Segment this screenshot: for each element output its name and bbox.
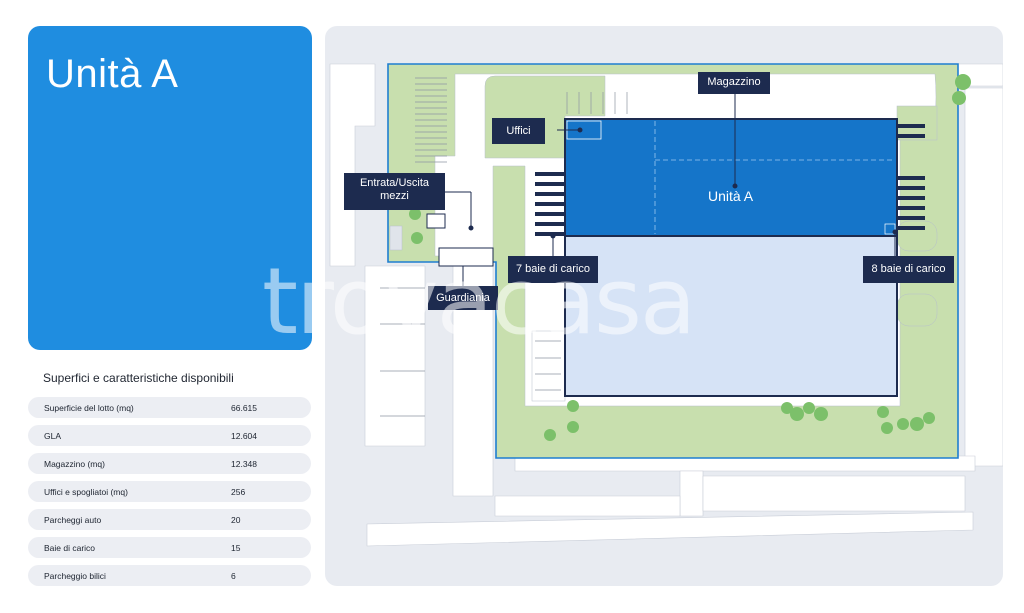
spec-value: 12.604 [231,431,257,441]
callout-magazzino: Magazzino [698,72,770,94]
spec-label: Parcheggio bilici [44,571,106,581]
spec-value: 15 [231,543,241,553]
spec-label: Magazzino (mq) [44,459,105,469]
loading-bays-left [535,172,565,236]
site-plan-drawing [329,63,1003,547]
guardhouse [438,247,494,267]
spec-label: GLA [44,431,62,441]
site-plan-map: Unità A Magazzino Uffici Entrata/Uscita … [325,26,1003,586]
spec-value: 20 [231,515,241,525]
callout-7-baie: 7 baie di carico [508,256,598,283]
spec-value: 6 [231,571,236,581]
warehouse-unit-a [564,118,898,237]
warehouse-lower [564,235,898,397]
specs-heading: Superfici e caratteristiche disponibili [43,371,234,385]
spec-row: Superficie del lotto (mq) 66.615 [28,397,311,418]
callout-8-baie: 8 baie di carico [863,256,954,283]
callout-leaders [445,94,898,288]
callout-entrata-uscita: Entrata/Uscita mezzi [344,173,445,210]
loading-bays-right [897,124,925,230]
spec-row: Parcheggio bilici 6 [28,565,311,586]
callout-guardiania: Guardiania [428,286,498,310]
spec-row: GLA 12.604 [28,425,311,446]
spec-label: Superficie del lotto (mq) [44,403,134,413]
spec-label: Baie di carico [44,543,96,553]
hero-card: Unità A [28,26,312,350]
unit-a-label: Unità A [708,188,754,204]
trees [409,74,971,441]
spec-label: Uffici e spogliatoi (mq) [44,487,128,497]
spec-row: Magazzino (mq) 12.348 [28,453,311,474]
spec-row: Baie di carico 15 [28,537,311,558]
spec-value: 256 [231,487,246,497]
spec-value: 66.615 [231,403,257,413]
spec-row: Uffici e spogliatoi (mq) 256 [28,481,311,502]
spec-value: 12.348 [231,459,257,469]
roads [329,63,1003,547]
hero-title: Unità A [46,52,179,96]
parking-stripes [380,77,628,417]
spec-label: Parcheggi auto [44,515,102,525]
callout-uffici: Uffici [492,118,545,144]
spec-row: Parcheggi auto 20 [28,509,311,530]
